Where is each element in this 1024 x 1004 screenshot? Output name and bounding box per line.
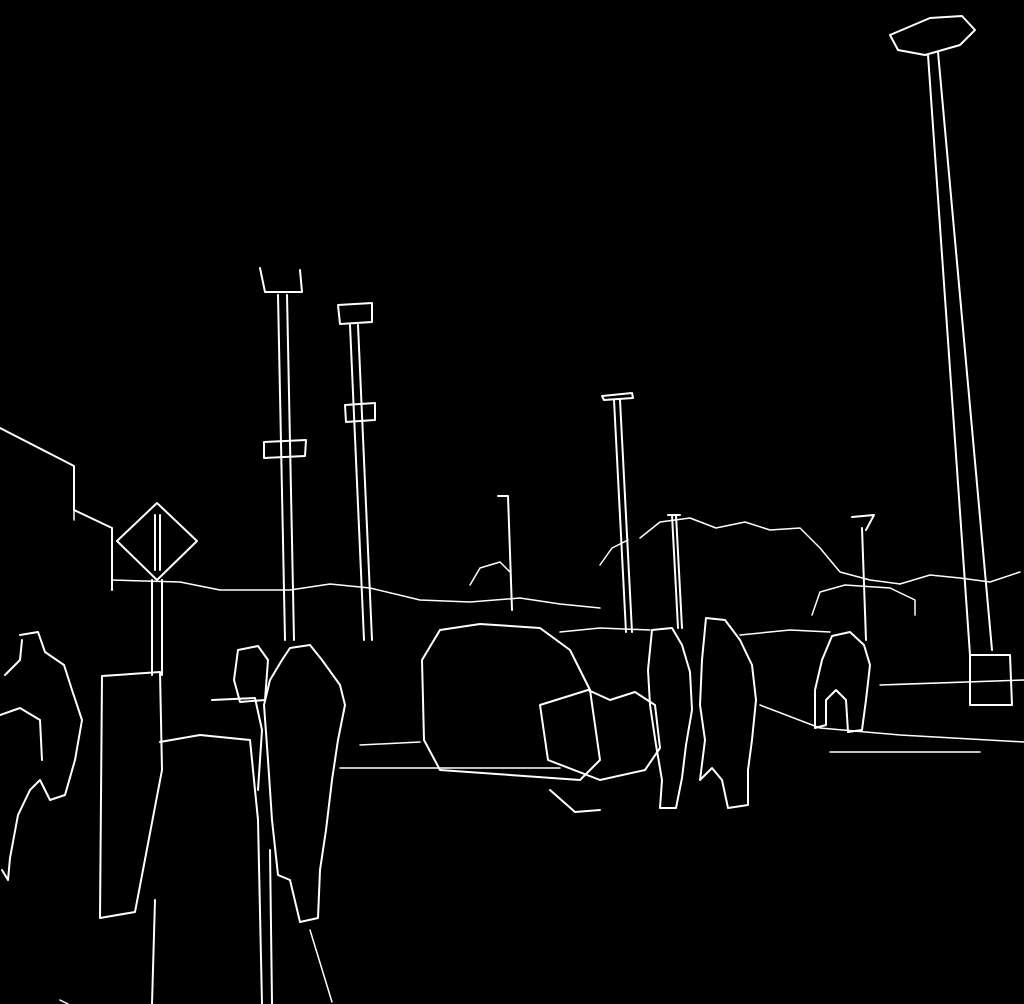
building-left [0,427,113,591]
pedestrian-right-1 [699,617,757,809]
lamp-post-1 [259,267,307,641]
road-markings [59,741,561,1004]
car-center [421,623,661,813]
background-vehicles [559,584,1024,753]
lamp-post-3 [601,392,634,633]
pedestrian-near-pole [211,645,269,791]
foreground-posts [99,671,333,1004]
diamond-road-sign [116,502,198,676]
lamp-post-6 [851,514,875,641]
pedestrian-center [263,644,346,923]
lamp-post-5 [667,514,683,629]
tree-line [111,517,1021,609]
street-lamp-right [889,15,1013,706]
pedestrian-left [0,631,83,881]
pedestrian-right-2 [647,627,693,809]
pedestrian-far-right [814,631,871,733]
